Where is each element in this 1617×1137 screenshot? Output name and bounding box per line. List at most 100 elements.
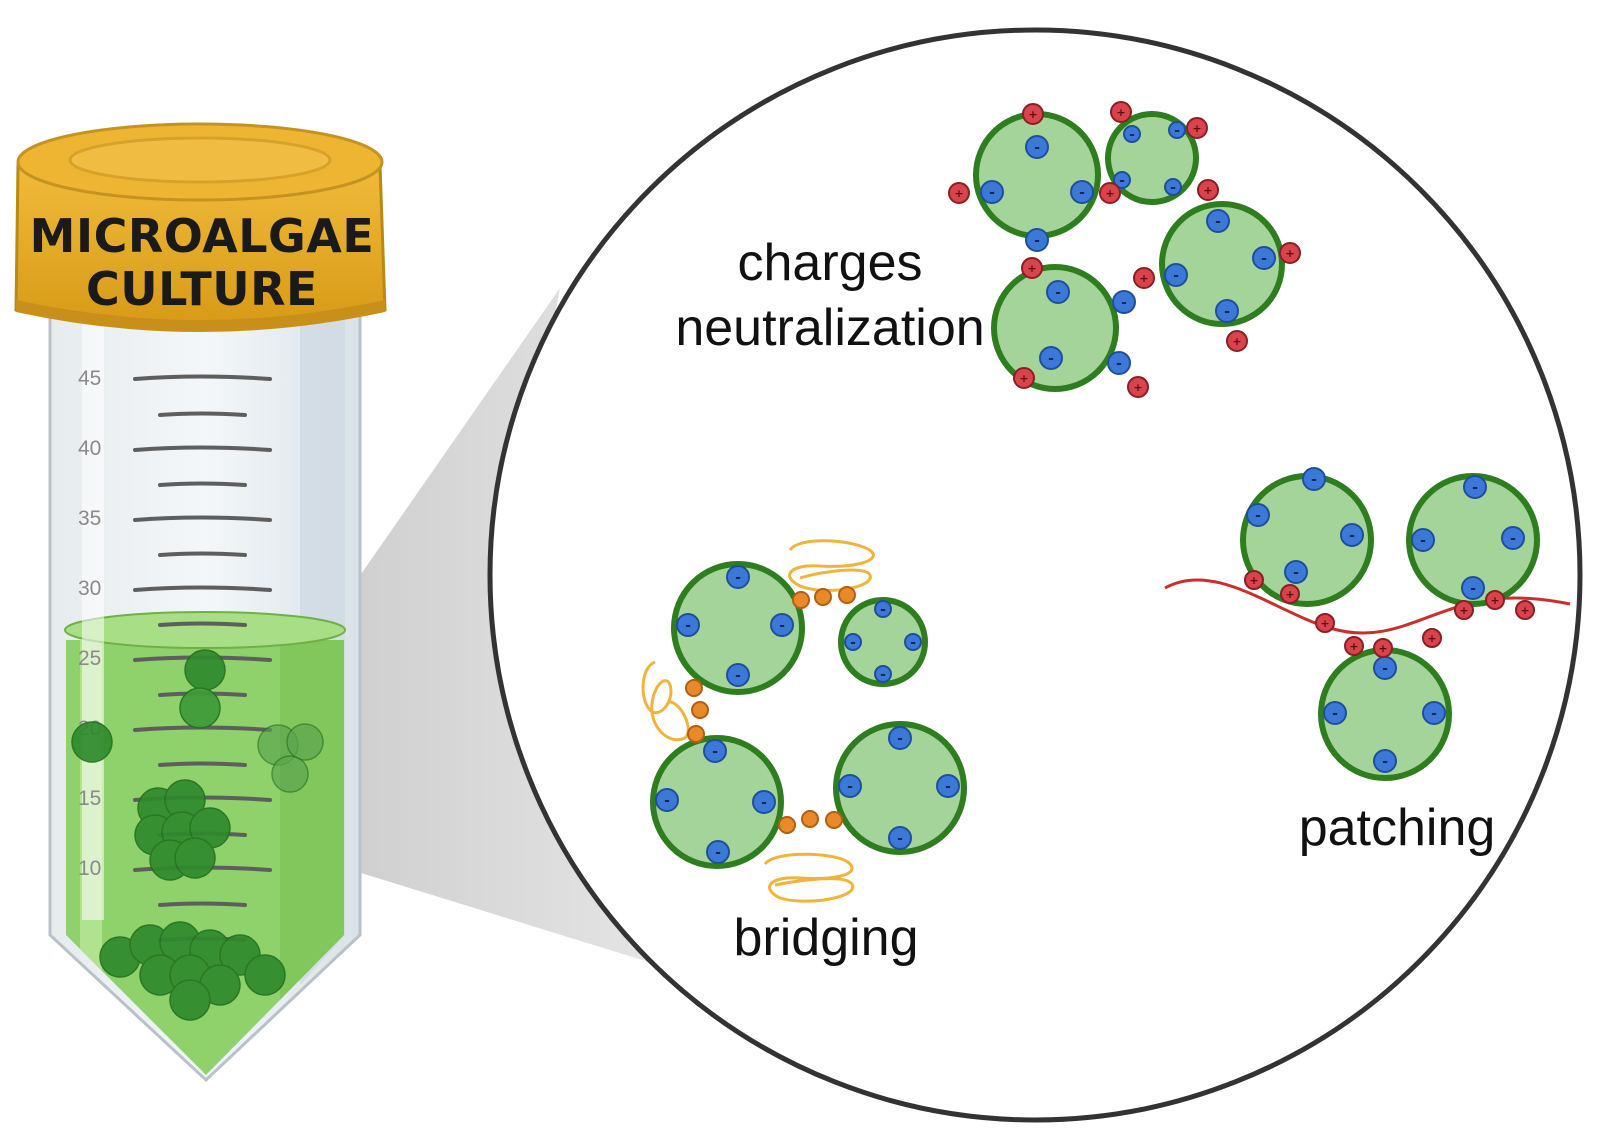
negative-sign: - [735,570,741,586]
negative-charge [1039,346,1063,370]
positive-charge [1127,376,1149,398]
negative-charge [1461,576,1485,600]
negative-charge [1046,280,1070,304]
positive-sign: + [1105,187,1114,200]
positive-charge [1013,367,1035,389]
negative-sign: - [1510,531,1516,547]
negative-sign: - [1129,127,1135,143]
tube-highlight [82,300,104,920]
positive-charge [1422,628,1442,648]
negative-charge [676,613,700,637]
negative-charge [1302,467,1326,491]
positive-sign: + [1232,335,1241,348]
negative-sign: - [685,618,691,634]
positive-sign: + [1427,632,1436,645]
negative-charge [874,600,892,618]
negative-charge [1206,209,1230,233]
positive-sign: + [1285,247,1294,260]
negative-charge [1070,180,1094,204]
positive-charge [1022,103,1044,125]
negative-sign: - [761,795,767,811]
negative-charge [1112,290,1136,314]
positive-sign: + [1285,588,1294,601]
negative-sign: - [664,793,670,809]
positive-charge [1515,600,1535,620]
negative-charge [1107,351,1131,375]
negative-charge [1501,526,1525,550]
negative-charge [1215,299,1239,323]
positive-charge [1099,182,1121,204]
bridge-bead [801,810,819,828]
cell-bridging-3 [650,735,784,869]
negative-sign: - [1119,173,1125,189]
positive-sign: + [954,187,963,200]
negative-charge [888,826,912,850]
negative-sign: - [1116,356,1122,372]
negative-charge [1113,171,1131,189]
bridge-bead [838,586,856,604]
graduation-numbers: 45 40 35 30 25 20 15 10 [78,367,101,880]
positive-charge [1110,101,1132,123]
cap-label-line2: CULTURE [86,262,318,316]
negative-sign: - [1255,508,1261,524]
positive-sign: + [1019,372,1028,385]
bridge-bead [687,725,705,743]
graduation-10: 10 [78,857,101,880]
negative-charge [1164,263,1188,287]
negative-charge [1411,528,1435,552]
negative-sign: - [1431,706,1437,722]
charges-layer: ----------------++++++++++++------------… [655,101,1535,864]
negative-charge [1246,503,1270,527]
negative-sign: - [897,731,903,747]
graduation-40: 40 [78,437,101,460]
negative-charge [1373,749,1397,773]
positive-charge [1454,600,1474,620]
positive-sign: + [1139,272,1148,285]
positive-charge [1021,257,1043,279]
positive-charge [1315,613,1335,633]
negative-sign: - [1261,251,1267,267]
bridge-bead [685,679,703,697]
positive-charge [948,182,970,204]
positive-sign: + [1320,617,1329,630]
negative-sign: - [779,618,785,634]
bridge-bead [691,701,709,719]
positive-sign: + [1378,642,1387,655]
cap-label-line1: MICROALGAE [30,209,375,263]
negative-sign: - [1079,185,1085,201]
graduation-45: 45 [78,367,101,390]
label-bridging: bridging [733,909,918,967]
negative-sign: - [1382,754,1388,770]
negative-charge [726,565,750,589]
negative-sign: - [1224,304,1230,320]
positive-charge [1485,590,1505,610]
positive-sign: + [1133,381,1142,394]
negative-sign: - [945,779,951,795]
positive-sign: + [1520,604,1529,617]
negative-sign: - [897,831,903,847]
negative-sign: - [715,845,721,861]
positive-sign: + [1027,262,1036,275]
negative-sign: - [850,635,856,651]
negative-sign: - [1472,480,1478,496]
negative-charge [1123,125,1141,143]
label-charges: charges [738,234,923,292]
negative-sign: - [1215,214,1221,230]
positive-charge [1279,242,1301,264]
positive-charge [1133,267,1155,289]
negative-charge [904,633,922,651]
negative-sign: - [1382,661,1388,677]
negative-sign: - [910,635,916,651]
negative-charge [838,774,862,798]
negative-sign: - [1121,295,1127,311]
cell-neutralization-3 [1159,201,1285,327]
graduation-15: 15 [78,787,101,810]
negative-charge [874,665,892,683]
negative-charge [1323,701,1347,725]
negative-sign: - [1034,233,1040,249]
cell-bridging-1 [671,561,805,695]
negative-sign: - [1332,706,1338,722]
negative-charge [980,180,1004,204]
negative-charge [752,790,776,814]
